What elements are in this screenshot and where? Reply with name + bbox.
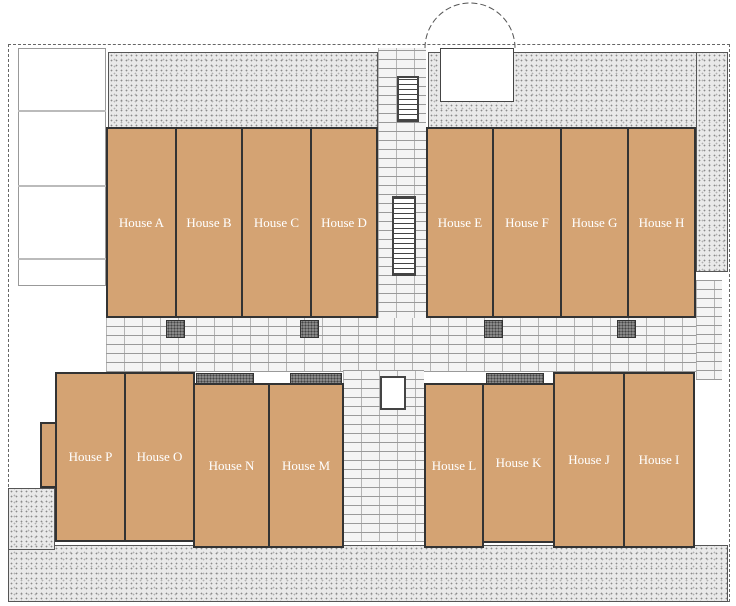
east-walkway xyxy=(696,280,722,380)
house-label: House E xyxy=(437,214,483,230)
house-h[interactable]: House H xyxy=(627,127,696,318)
house-label: House M xyxy=(281,457,331,473)
house-o[interactable]: House O xyxy=(124,372,195,542)
landscape-bottom xyxy=(8,545,728,602)
house-label: House K xyxy=(495,455,542,470)
house-d[interactable]: House D xyxy=(310,127,378,318)
landscape-right-strip xyxy=(696,52,728,272)
house-l[interactable]: House L xyxy=(424,383,484,548)
house-n[interactable]: House N xyxy=(193,383,270,548)
house-label: House B xyxy=(186,214,232,230)
planter xyxy=(484,320,503,338)
plaza-feature xyxy=(380,376,406,410)
planter xyxy=(617,320,636,338)
house-k[interactable]: House K xyxy=(482,383,555,543)
parking-stall-line xyxy=(18,110,106,112)
house-label: House H xyxy=(638,214,685,230)
house-a[interactable]: House A xyxy=(106,127,177,318)
house-c[interactable]: House C xyxy=(241,127,312,318)
house-b[interactable]: House B xyxy=(175,127,243,318)
house-label: House N xyxy=(208,457,255,473)
stair-central[interactable] xyxy=(392,196,416,276)
house-label: House A xyxy=(118,214,165,230)
house-p[interactable]: House P xyxy=(55,372,126,542)
planter xyxy=(166,320,185,338)
house-label: House D xyxy=(321,214,367,230)
planter xyxy=(486,373,544,385)
house-j[interactable]: House J xyxy=(553,372,625,548)
landscape-left xyxy=(8,488,55,550)
planter xyxy=(300,320,319,338)
house-label: House J xyxy=(568,452,610,467)
house-i[interactable]: House I xyxy=(623,372,695,548)
tree-canopy-icon xyxy=(424,2,516,48)
house-g[interactable]: House G xyxy=(560,127,629,318)
courtyard-walkway xyxy=(106,318,696,372)
parking-lot xyxy=(18,48,106,286)
house-m[interactable]: House M xyxy=(268,383,344,548)
house-label: House I xyxy=(638,452,680,467)
parking-stall-line xyxy=(18,258,106,260)
house-label: House F xyxy=(505,214,549,230)
house-f[interactable]: House F xyxy=(492,127,562,318)
house-label: House C xyxy=(253,214,300,230)
pool-area xyxy=(440,48,514,102)
house-label: House P xyxy=(68,449,113,464)
house-label: House O xyxy=(136,449,183,464)
parking-stall-line xyxy=(18,185,106,187)
house-label: House G xyxy=(571,214,618,230)
stair-north[interactable] xyxy=(397,76,419,122)
house-e[interactable]: House E xyxy=(426,127,494,318)
house-label: House L xyxy=(431,457,477,473)
landscape-top-left xyxy=(108,52,378,128)
